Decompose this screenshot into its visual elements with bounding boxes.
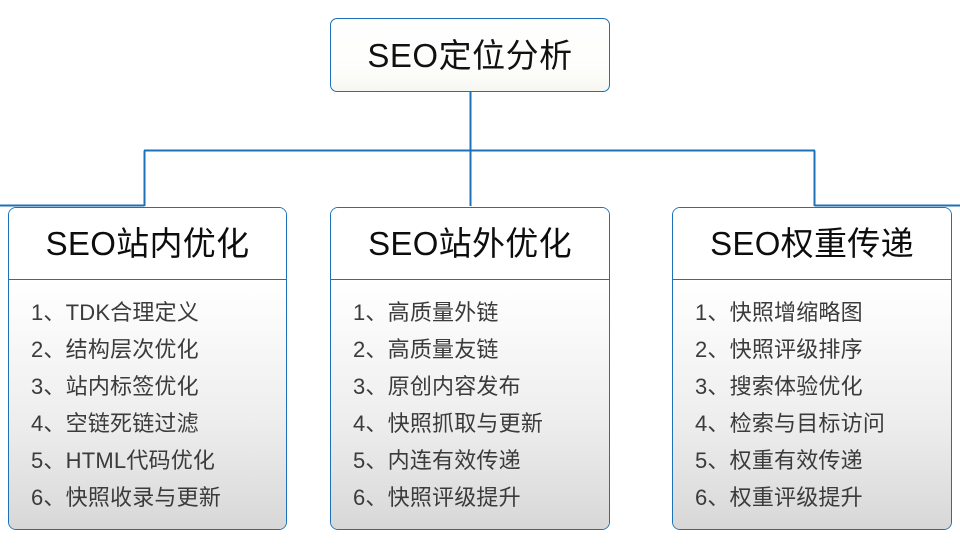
branch-2-item-list: 1、高质量外链 2、高质量友链 3、原创内容发布 4、快照抓取与更新 5、内连有… <box>331 294 609 516</box>
list-item: 5、权重有效传递 <box>695 448 863 473</box>
list-item: 6、快照评级提升 <box>353 485 521 510</box>
list-item: 2、结构层次优化 <box>31 337 199 362</box>
branch-1-item-list: 1、TDK合理定义 2、结构层次优化 3、站内标签优化 4、空链死链过滤 5、H… <box>9 294 286 516</box>
list-item: 2、高质量友链 <box>353 337 499 362</box>
branch-node-3[interactable]: SEO权重传递 1、快照增缩略图 2、快照评级排序 3、搜索体验优化 4、检索与… <box>672 207 952 530</box>
list-item: 3、站内标签优化 <box>31 374 199 399</box>
list-item: 1、TDK合理定义 <box>31 300 200 325</box>
list-item: 4、检索与目标访问 <box>695 411 886 436</box>
branch-1-body: 1、TDK合理定义 2、结构层次优化 3、站内标签优化 4、空链死链过滤 5、H… <box>9 280 286 529</box>
branch-2-body: 1、高质量外链 2、高质量友链 3、原创内容发布 4、快照抓取与更新 5、内连有… <box>331 280 609 529</box>
list-item: 4、快照抓取与更新 <box>353 411 544 436</box>
root-node[interactable]: SEO定位分析 <box>330 18 610 92</box>
list-item: 3、原创内容发布 <box>353 374 521 399</box>
list-item: 4、空链死链过滤 <box>31 411 199 436</box>
list-item: 2、快照评级排序 <box>695 337 863 362</box>
list-item: 6、快照收录与更新 <box>31 485 222 510</box>
branch-3-header[interactable]: SEO权重传递 <box>673 208 951 280</box>
branch-node-1[interactable]: SEO站内优化 1、TDK合理定义 2、结构层次优化 3、站内标签优化 4、空链… <box>8 207 287 530</box>
list-item: 1、高质量外链 <box>353 300 499 325</box>
list-item: 6、权重评级提升 <box>695 485 863 510</box>
list-item: 5、内连有效传递 <box>353 448 521 473</box>
root-node-title: SEO定位分析 <box>367 36 573 74</box>
list-item: 1、快照增缩略图 <box>695 300 863 325</box>
branch-1-title: SEO站内优化 <box>45 225 250 262</box>
branch-1-header[interactable]: SEO站内优化 <box>9 208 286 280</box>
list-item: 5、HTML代码优化 <box>31 448 216 473</box>
list-item: 3、搜索体验优化 <box>695 374 863 399</box>
branch-3-body: 1、快照增缩略图 2、快照评级排序 3、搜索体验优化 4、检索与目标访问 5、权… <box>673 280 951 529</box>
branch-3-title: SEO权重传递 <box>710 225 914 262</box>
branch-2-header[interactable]: SEO站外优化 <box>331 208 609 280</box>
branch-node-2[interactable]: SEO站外优化 1、高质量外链 2、高质量友链 3、原创内容发布 4、快照抓取与… <box>330 207 610 530</box>
branch-2-title: SEO站外优化 <box>368 225 572 262</box>
branch-3-item-list: 1、快照增缩略图 2、快照评级排序 3、搜索体验优化 4、检索与目标访问 5、权… <box>673 294 951 516</box>
